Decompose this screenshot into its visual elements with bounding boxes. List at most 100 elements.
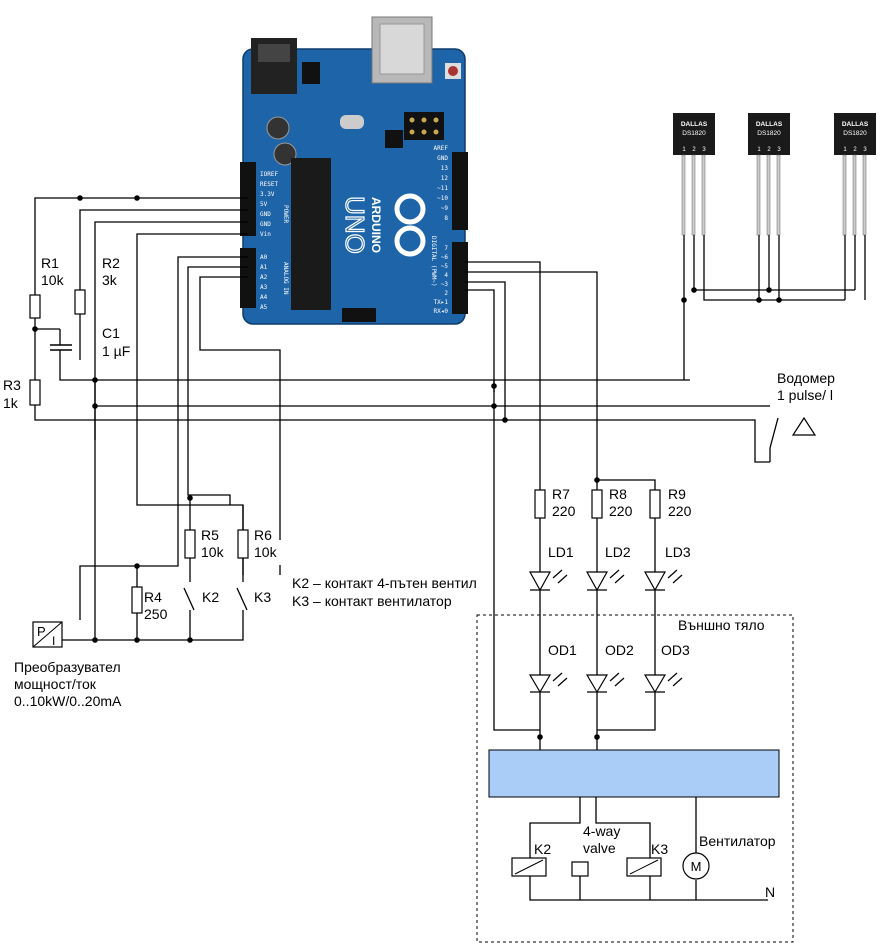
pin-label: 12 (441, 175, 449, 182)
r5-name: R5 (201, 527, 219, 543)
ld1-label: LD1 (548, 544, 574, 560)
pin-label: A5 (260, 304, 268, 311)
resistor-r1: R1 10k (29, 255, 65, 319)
sensor-model: DS1820 (757, 130, 781, 137)
r3-value: 1k (3, 395, 19, 411)
r8-value: 220 (609, 503, 633, 519)
led-ld2: LD2 (585, 544, 631, 592)
arduino-uno-board: ARDUINO UNO IOREF RESET 3.3V 5V GND GND … (240, 16, 468, 325)
analog-header (240, 248, 256, 308)
resistor-r5: R5 10k (184, 527, 225, 560)
pin-label: 4 (444, 272, 448, 279)
od1-label: OD1 (548, 642, 577, 658)
pin-label: ~5 (441, 263, 449, 270)
optocoupler-od1: OD1 (528, 642, 577, 694)
pin-label: A4 (260, 294, 268, 301)
r1-name: R1 (41, 255, 59, 271)
resistor-r9: R9 220 (649, 486, 692, 519)
sensor-brand: DALLAS (756, 121, 783, 128)
transducer-label-1: Преобразувател (14, 659, 121, 675)
r3-name: R3 (3, 377, 21, 393)
switch-k2-label: K2 (202, 589, 219, 605)
r4-name: R4 (144, 589, 162, 605)
pin-label: A1 (260, 264, 268, 271)
water-meter-label: Водомер (777, 370, 835, 386)
power-current-transducer: P I Преобразувател мощност/ток 0..10kW/0… (14, 621, 122, 709)
sensor-pin: 2 (853, 147, 857, 153)
left-header-labels: IOREF RESET 3.3V 5V GND GND Vin A0 A1 A2… (260, 171, 278, 311)
r8-name: R8 (609, 486, 627, 502)
pin-label: ~3 (441, 281, 449, 288)
pin-label: A3 (260, 284, 268, 291)
sensor-model: DS1820 (843, 130, 867, 137)
switch-k3: K3 (236, 575, 271, 611)
junction-dots (32, 195, 782, 740)
valve-label-1: 4-way (583, 823, 620, 839)
pin-label: ~11 (437, 185, 448, 192)
capacitor-c1: C1 1 µF (50, 325, 130, 359)
pin-label: 8 (444, 215, 448, 222)
r9-value: 220 (668, 503, 692, 519)
temperature-sensor-2: DALLAS DS1820 1 2 3 (748, 113, 790, 236)
motor-symbol: M (691, 859, 702, 874)
analog-section-label: ANALOG IN (282, 262, 289, 295)
pin-label: 13 (441, 165, 449, 172)
resistor-r7: R7 220 (534, 486, 576, 519)
r5-value: 10k (201, 544, 225, 560)
sensor-pin: 3 (702, 147, 706, 153)
r6-value: 10k (254, 544, 278, 560)
arduino-logo: ARDUINO UNO (339, 193, 426, 257)
pin-label: A0 (260, 254, 268, 261)
pin-label: TX▸1 (434, 299, 449, 306)
sensor-pin: 1 (843, 147, 847, 153)
valve-label-2: valve (583, 840, 616, 856)
power-header (240, 162, 256, 236)
pin-label: A2 (260, 274, 268, 281)
relay-k3: K3 (626, 841, 668, 877)
four-way-valve: 4-way valve (571, 823, 620, 877)
pin-label: AREF (434, 145, 449, 152)
pin-label: 3.3V (260, 191, 275, 198)
pin-label: Vin (260, 231, 271, 238)
sensor-brand: DALLAS (681, 121, 708, 128)
r2-value: 3k (102, 272, 118, 288)
od3-label: OD3 (661, 642, 690, 658)
pin-label: GND (260, 211, 271, 218)
sensor-model: DS1820 (682, 130, 706, 137)
pin-label: ~6 (441, 254, 449, 261)
ld3-label: LD3 (665, 544, 691, 560)
wiring (34, 197, 866, 901)
ld2-label: LD2 (605, 544, 631, 560)
relay-k2-label: K2 (534, 841, 551, 857)
switch-k3-label: K3 (254, 589, 271, 605)
right-header-labels: AREF GND 13 12 ~11 ~10 ~9 8 7 ~6 ~5 4 ~3… (434, 145, 449, 315)
pin-label: 2 (444, 290, 448, 297)
r7-name: R7 (552, 486, 570, 502)
fan-label: Вентилатор (699, 833, 776, 849)
external-unit-box (476, 614, 794, 943)
pin-label: GND (260, 221, 271, 228)
led-ld1: LD1 (528, 544, 574, 592)
board-brand: ARDUINO (369, 197, 383, 253)
temperature-sensor-1: DALLAS DS1820 1 2 3 (673, 113, 715, 236)
switch-k2: K2 (183, 575, 219, 611)
sensor-pin: 2 (692, 147, 696, 153)
r4-value: 250 (144, 606, 168, 622)
power-section-label: POWER (282, 205, 289, 223)
sensor-pin: 3 (777, 147, 781, 153)
icsp-header (404, 112, 444, 140)
resistor-r6: R6 10k (237, 527, 278, 560)
optocoupler-od2: OD2 (585, 642, 634, 694)
note-k3: K3 – контакт вентилатор (292, 593, 452, 609)
digital-header-high (452, 152, 468, 230)
transducer-label-2: мощност/ток (14, 676, 97, 692)
capacitor-2 (273, 142, 297, 166)
water-meter-rate: 1 pulse/ l (777, 387, 833, 403)
resistor-r4: R4 250 (131, 586, 168, 622)
pin-label: IOREF (260, 171, 278, 178)
c1-name: C1 (102, 325, 120, 341)
sensor-pin: 3 (863, 147, 867, 153)
r9-name: R9 (668, 486, 686, 502)
r1-value: 10k (41, 272, 65, 288)
